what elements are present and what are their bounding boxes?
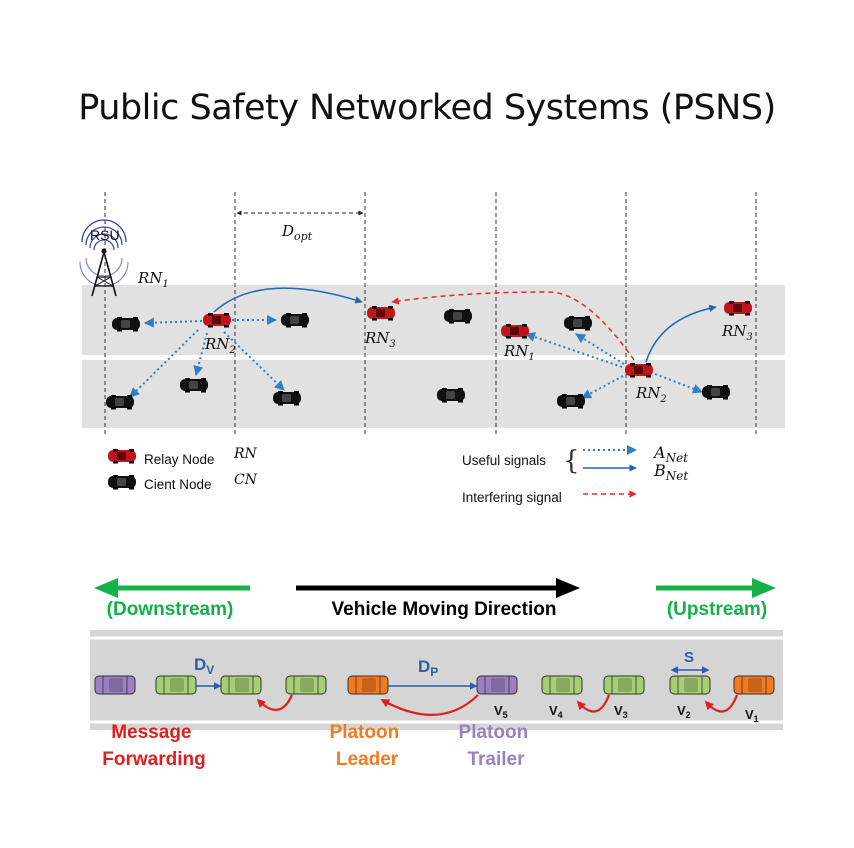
v4-label: V4	[549, 703, 563, 720]
legend-client-car-icon	[108, 475, 136, 490]
platoon-leader-car	[347, 675, 389, 695]
legend-b-net: BNet	[653, 461, 688, 483]
rsu-label: RSU	[90, 227, 120, 243]
platoon-leader-label: Platoon Leader	[330, 722, 405, 770]
relay-node-rn2-left	[203, 313, 231, 328]
platoon-follower-car	[285, 675, 327, 695]
platoon-vehicles	[94, 675, 775, 695]
platoon-trailer-car	[94, 675, 136, 695]
message-forwarding-label: Message Forwarding	[102, 722, 205, 770]
client-node	[444, 309, 472, 324]
vehicle-v5-car	[476, 675, 518, 695]
dopt-label: Dopt	[281, 222, 313, 243]
upstream-label: (Upstream)	[667, 599, 767, 620]
rn3-left-label: RN3	[364, 329, 396, 350]
platoon-follower-car	[220, 675, 262, 695]
relay-node-rn3-right	[724, 301, 752, 316]
relay-node-rn2-right	[625, 363, 653, 378]
rn2-left-label: RN2	[204, 335, 236, 356]
vehicle-v4-car	[541, 675, 583, 695]
network-legend: Relay Node RN Cient Node CN Useful signa…	[108, 443, 688, 505]
legend-relay-car-icon	[108, 449, 136, 464]
legend-relay-label: Relay Node	[144, 452, 215, 467]
useful-signal-solid-arrows	[213, 287, 717, 363]
vehicle-v2-car	[669, 675, 711, 695]
network-vehicles	[106, 301, 752, 410]
vehicle-v1-car	[733, 675, 775, 695]
direction-arrow	[296, 578, 580, 598]
platoon-diagram: (Downstream) Vehicle Moving Direction (U…	[90, 578, 783, 770]
v2-label: V2	[677, 703, 691, 720]
rn1-right-label: RN1	[503, 342, 535, 363]
client-node	[106, 395, 134, 410]
network-diagram: Dopt RSU RN1	[79, 192, 785, 505]
dv-label: DV	[194, 655, 214, 677]
direction-label: Vehicle Moving Direction	[332, 599, 557, 620]
legend-client-symbol: CN	[234, 472, 258, 488]
s-label: S	[684, 649, 694, 666]
client-node	[180, 378, 208, 393]
legend-brace: {	[563, 446, 580, 476]
useful-signal-dotted-arrows	[129, 315, 703, 399]
page-title: Public Safety Networked Systems (PSNS)	[78, 88, 776, 128]
legend-interfering-label: Interfering signal	[462, 490, 562, 505]
client-node	[273, 391, 301, 406]
client-node	[112, 317, 140, 332]
client-node	[702, 385, 730, 400]
legend-useful-label: Useful signals	[462, 453, 546, 468]
v3-label: V3	[614, 703, 628, 720]
legend-client-label: Cient Node	[144, 477, 212, 492]
legend-relay-symbol: RN	[233, 446, 258, 462]
rn1-rsu-label: RN1	[137, 269, 169, 290]
legend-a-net: ANet	[652, 443, 688, 465]
v5-label: V5	[494, 703, 508, 720]
relay-node-rn3-left	[367, 306, 395, 321]
cell-boundaries	[104, 192, 757, 436]
client-node	[437, 388, 465, 403]
downstream-label: (Downstream)	[107, 599, 234, 620]
forwarding-arrows	[256, 694, 739, 716]
client-node	[557, 394, 585, 409]
platoon-trailer-label: Platoon Trailer	[459, 722, 534, 770]
vehicle-v3-car	[603, 675, 645, 695]
client-node	[564, 316, 592, 331]
platoon-follower-car	[155, 675, 197, 695]
road-lane-lower	[82, 360, 785, 428]
platoon-road	[90, 630, 783, 730]
upstream-arrow	[656, 578, 776, 598]
dp-label: DP	[418, 657, 438, 679]
downstream-arrow	[94, 578, 250, 598]
client-node	[281, 313, 309, 328]
interfering-signal-arrow	[391, 291, 635, 361]
rn3-right-label: RN3	[721, 322, 753, 343]
rn2-right-label: RN2	[635, 384, 667, 405]
v1-label: V1	[745, 707, 759, 724]
relay-node-rn1-right	[501, 324, 529, 339]
rsu-tower-icon	[79, 219, 129, 297]
